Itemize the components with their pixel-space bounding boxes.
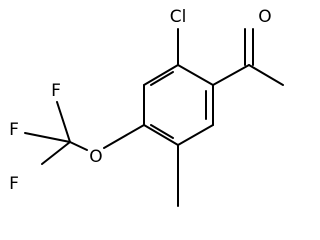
benzene-ring [143, 64, 214, 146]
ring-bond-c1-c2 [177, 64, 214, 86]
ring-bond-c3-c4 [177, 124, 214, 146]
ring-double-bond-c6-c1 [150, 71, 174, 86]
atom-fluorine-left: F [9, 120, 19, 140]
bond-ether-oxygen-cf3 [69, 141, 88, 151]
atom-fluorine-top: F [51, 81, 61, 101]
bond-cf3-fluorine-bottom [41, 141, 71, 165]
atom-ether-oxygen: O [89, 147, 102, 167]
bond-carbonyl-methyl [248, 64, 284, 86]
atom-carbonyl-oxygen: O [258, 7, 271, 27]
ring-bond-c6-c1 [143, 64, 179, 86]
ring-double-bond-c4-c5 [150, 124, 174, 139]
bond-cf3-fluorine-left [24, 132, 71, 143]
bond-c2-carbonyl [212, 64, 250, 86]
bond-c5-ether-oxygen [103, 124, 145, 149]
molecule-structure: Cl O O F F F [9, 7, 284, 207]
ring-bond-c4-c5 [143, 124, 179, 146]
atom-fluorine-bottom: F [9, 174, 19, 194]
atom-chlorine: Cl [170, 7, 187, 27]
bond-cf3-fluorine-top [56, 101, 71, 143]
